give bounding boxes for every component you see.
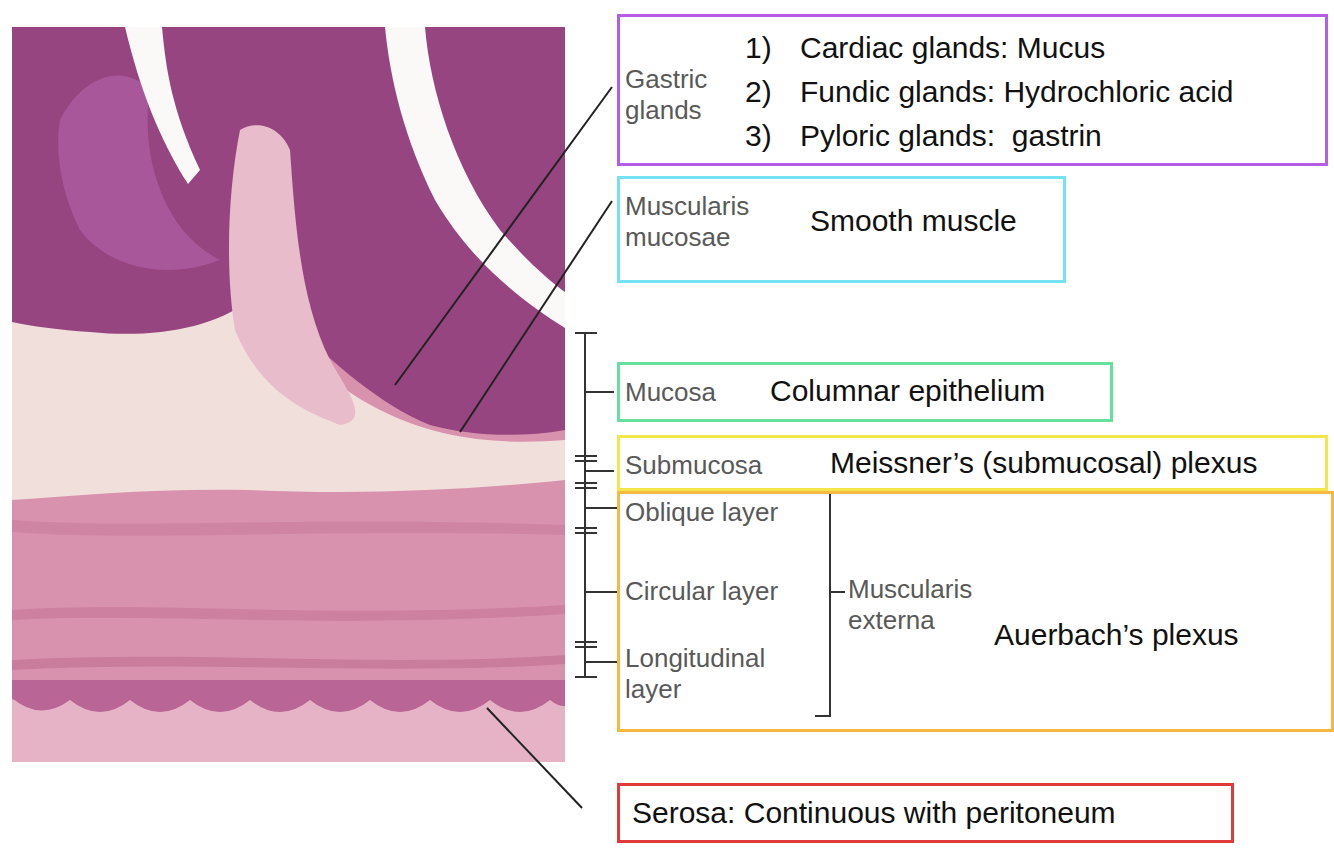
bracket-pointer <box>585 507 619 509</box>
stomach-wall-section <box>12 27 565 762</box>
bracket-pointer <box>585 470 614 472</box>
muscularis-bracket <box>815 492 845 716</box>
bracket-tick <box>575 532 597 534</box>
leader-line <box>460 201 612 432</box>
gastric-glands-box: Gastric glands1) Cardiac glands: Mucus 2) F… <box>617 14 1328 166</box>
mucosa-tissue <box>12 27 565 435</box>
bracket-pointer <box>585 391 614 393</box>
leader-lines <box>395 87 612 808</box>
description-text: Smooth muscle <box>810 204 1017 239</box>
list-number: 1) <box>745 31 772 66</box>
part-label: Circular layer <box>625 576 778 607</box>
bracket-tick <box>575 487 597 489</box>
bracket-tick <box>575 332 597 334</box>
serosa-layer <box>12 680 565 712</box>
muscle-streak <box>12 605 565 621</box>
muscularis-mucosae-box: Muscularis mucosae Smooth muscle <box>617 176 1066 283</box>
muscle-tissue <box>12 27 565 762</box>
bracket-line <box>815 492 830 716</box>
part-label: Muscularis mucosae <box>625 191 797 253</box>
bracket-tick <box>575 482 597 484</box>
lumen-cleft <box>125 27 200 184</box>
description-text: Auerbach’s plexus <box>994 618 1239 653</box>
part-label: Oblique layer <box>625 497 778 528</box>
description-text: Columnar epithelium <box>770 374 1045 409</box>
description-text: Meissner’s (submucosal) plexus <box>830 446 1257 481</box>
part-label: Muscularis externa <box>848 574 1008 636</box>
lumen-cleft <box>385 27 565 328</box>
muscle-streak <box>12 655 565 670</box>
bracket-tick <box>575 641 597 643</box>
bracket-tick <box>575 460 597 462</box>
mucosa-box: Mucosa Columnar epithelium <box>617 362 1113 422</box>
bracket-tick <box>575 676 597 678</box>
gland-description: Pyloric glands: gastrin <box>800 119 1102 154</box>
bracket-tick <box>575 646 597 648</box>
bracket-pointer <box>585 661 619 663</box>
bracket-line <box>584 333 586 677</box>
list-number: 3) <box>745 119 772 154</box>
bracket-pointer <box>830 591 845 593</box>
part-label: Gastric glands <box>625 64 737 126</box>
part-label: Submucosa <box>625 450 762 481</box>
list-number: 2) <box>745 75 772 110</box>
part-label: Longitudinal layer <box>625 643 815 705</box>
submucosa-box: Submucosa Meissner’s (submucosal) plexus <box>617 435 1328 491</box>
layer-bracket <box>575 333 619 677</box>
part-label: Mucosa <box>625 377 716 408</box>
bracket-tick <box>575 527 597 529</box>
lamina-propria <box>229 125 355 425</box>
gland-description: Cardiac glands: Mucus <box>800 31 1105 66</box>
bracket-tick <box>575 455 597 457</box>
leader-line <box>395 87 612 385</box>
leader-line <box>487 708 582 808</box>
bracket-pointer <box>585 591 619 593</box>
description-text: Serosa: Continuous with peritoneum <box>632 796 1116 831</box>
serosa-box: Serosa: Continuous with peritoneum <box>617 783 1234 843</box>
muscle-streak <box>12 520 565 536</box>
gland-description: Fundic glands: Hydrochloric acid <box>800 75 1234 110</box>
muscularis-externa-box: Oblique layerCircular layerLongitudinal … <box>617 491 1334 732</box>
